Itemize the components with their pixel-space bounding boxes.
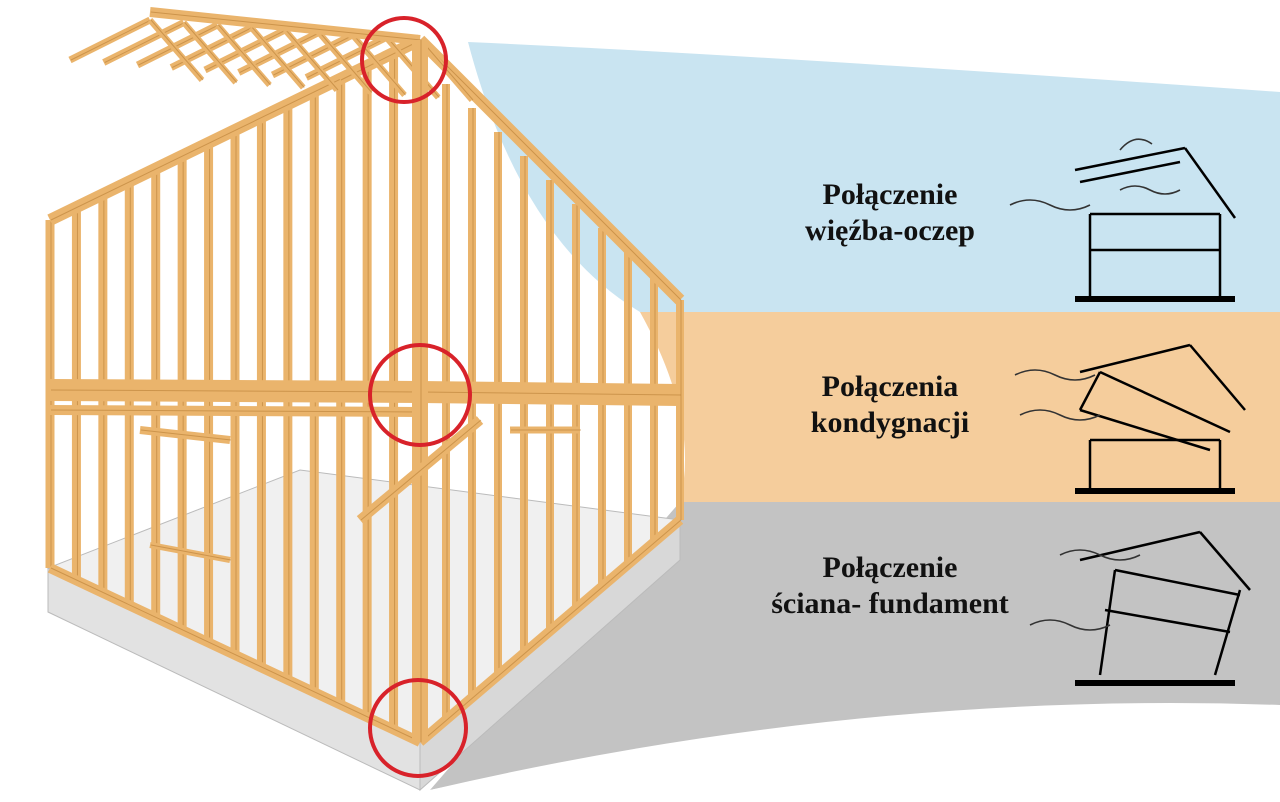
roof-rafter-edge (104, 22, 185, 63)
highlight-circles (360, 16, 472, 778)
roof-rafter-side (181, 20, 239, 85)
foundation-label-line2: ściana- fundament (771, 587, 1009, 620)
ridge-beam-edge (150, 11, 422, 41)
roof-rafter-side-edge (218, 24, 271, 86)
roof-rafter-side (248, 25, 306, 90)
wall-foundation-shift-icon (1029, 530, 1251, 686)
timber-frame-house (45, 7, 685, 747)
roof-label-line1: Połączenie (822, 178, 958, 211)
roof-rafter-side-edge (319, 32, 373, 93)
roof-label-line2: więźba-oczep (805, 214, 975, 247)
foundation-connection-circle (368, 678, 468, 778)
foundation-connection-label: Połączenie ściana- fundament (730, 550, 1050, 622)
side-sill-plate-edge (420, 519, 682, 743)
roof-rafter-side-edge (420, 39, 474, 101)
roof-rafter-side-edge (251, 27, 305, 88)
roof-rafter-side-edge (353, 34, 406, 96)
window-header-edge (140, 429, 232, 441)
side-sill-plate (416, 516, 684, 746)
stair-stringer (356, 416, 484, 524)
roof-rafter-side (282, 28, 340, 92)
roof-rafter-side-edge (150, 19, 204, 81)
front-floor-beam-edge (50, 389, 422, 393)
roof-rafter-side (316, 30, 374, 95)
roof-rafter-side (215, 23, 272, 87)
floor-connection-label: Połączenia kondygnacji (730, 369, 1050, 441)
roof-band (468, 42, 1280, 312)
side-top-plate (415, 35, 685, 305)
roof-rafter-edge (70, 19, 152, 61)
floor-label-line1: Połączenia (821, 370, 959, 403)
front-sill-plate-edge (50, 567, 422, 743)
roof-connection-circle (360, 16, 448, 104)
roof-rafter-side-edge (184, 22, 238, 83)
roof-rafter-side-edge (285, 29, 339, 91)
stair-stringer-edge (360, 419, 482, 521)
window-sill-edge (150, 544, 232, 561)
band-white-curve (430, 710, 1280, 802)
floor-band (640, 312, 1280, 502)
roof-rafter-side (147, 18, 205, 82)
side-floor-beam-edge (420, 391, 682, 396)
roof-rafter-edge (138, 24, 219, 66)
side-top-plate-edge (420, 39, 682, 301)
roof-uplift-icon (1009, 138, 1237, 302)
floor-label-line2: kondygnacji (810, 406, 970, 439)
roof-rafter-side (350, 33, 407, 97)
roof-connection-label: Połączenie więźba-oczep (730, 177, 1050, 249)
foundation-label-line1: Połączenie (822, 551, 958, 584)
floor-connection-circle (368, 343, 472, 447)
story-separation-icon (1014, 343, 1246, 494)
front-floor-beam-lower-edge (50, 409, 422, 413)
